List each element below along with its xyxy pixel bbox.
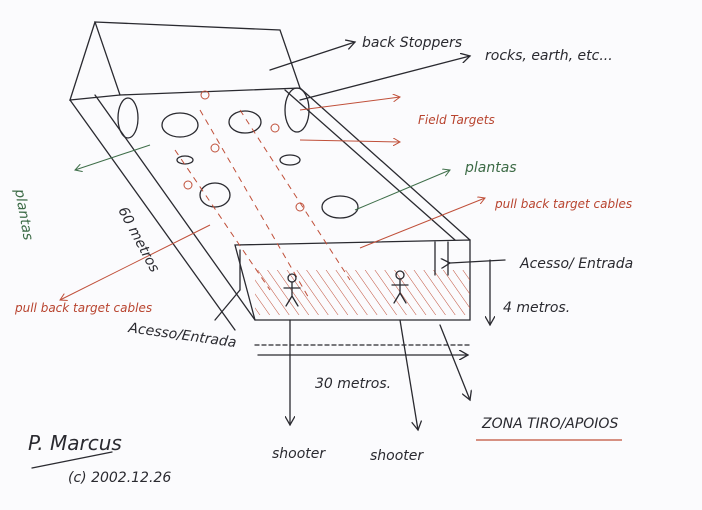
label-shooter-2: shooter bbox=[370, 448, 424, 464]
label-plantas-left: plantas bbox=[11, 187, 36, 242]
shooting-zone bbox=[255, 270, 470, 315]
label-plantas-right: plantas bbox=[464, 160, 517, 176]
label-acesso-left: Acesso/Entrada bbox=[126, 320, 237, 351]
range-outline bbox=[69, 87, 490, 355]
leader-arrows bbox=[60, 42, 506, 321]
label-length: 60 metros bbox=[114, 204, 162, 275]
label-pullback-right: pull back target cables bbox=[494, 197, 632, 211]
label-shooter-1: shooter bbox=[272, 446, 326, 462]
label-pullback-left: pull back target cables bbox=[14, 301, 152, 315]
label-acesso-right: Acesso/ Entrada bbox=[519, 256, 633, 272]
label-rocks: rocks, earth, etc... bbox=[485, 48, 613, 64]
shooter-figures bbox=[283, 270, 470, 430]
plants bbox=[117, 87, 359, 219]
label-height: 4 metros. bbox=[503, 300, 570, 316]
label-width: 30 metros. bbox=[315, 376, 391, 392]
label-zona: ZONA TIRO/APOIOS bbox=[481, 416, 618, 432]
back-stopper bbox=[69, 21, 301, 101]
copyright: (c) 2002.12.26 bbox=[68, 470, 171, 486]
label-field-targets: Field Targets bbox=[418, 113, 495, 127]
signature: P. Marcus bbox=[28, 431, 122, 455]
field-targets bbox=[174, 90, 351, 301]
signature-underline bbox=[31, 451, 113, 469]
label-back-stoppers: back Stoppers bbox=[362, 35, 462, 51]
